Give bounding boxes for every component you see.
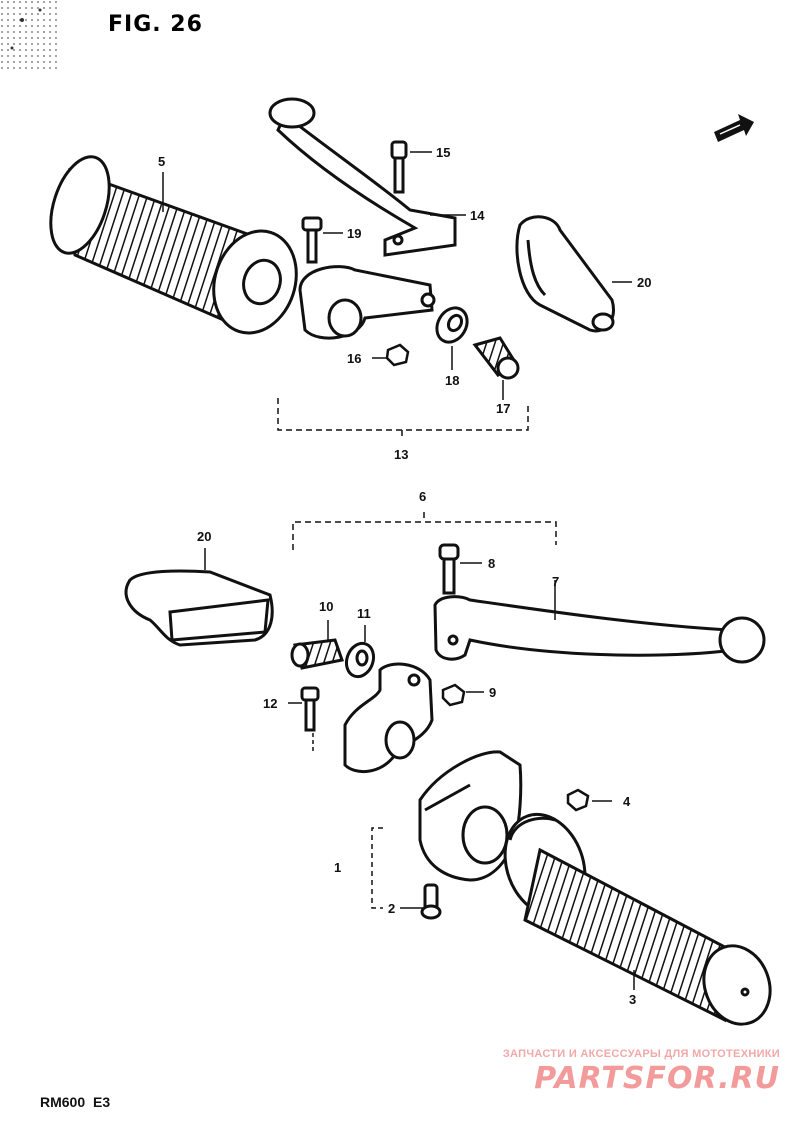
figure-title: FIG. 26: [108, 12, 203, 37]
nut-16: [385, 343, 410, 367]
adjuster-ring-11: [344, 641, 376, 679]
cable-adjuster-10: [290, 638, 344, 670]
right-grip: [503, 812, 772, 1026]
left-grip: [49, 155, 298, 335]
assembly-bracket-1: [371, 827, 383, 909]
callout-15: 15: [436, 145, 451, 160]
callout-20-upper: 20: [637, 275, 652, 290]
callout-16: 16: [347, 351, 362, 366]
throttle-housing: [418, 750, 523, 882]
watermark-logo: PARTSFOR.RU: [534, 1061, 780, 1096]
callout-13: 13: [394, 447, 409, 462]
screw-12: [300, 686, 320, 732]
throttle-sleeve-edge: [508, 816, 556, 841]
clutch-lever: [268, 97, 457, 257]
pivot-bolt-15: [390, 140, 408, 194]
model-code: RM600 E3: [40, 1094, 111, 1110]
lever-cover-upper: [515, 215, 615, 333]
callout-3: 3: [629, 992, 637, 1007]
assembly-bracket-13: [277, 398, 529, 440]
callout-10: 10: [319, 599, 334, 614]
lever-holder: [298, 265, 436, 340]
callout-14: 14: [470, 208, 485, 223]
screw-19: [301, 216, 323, 264]
lever-cover-lower: [124, 569, 274, 647]
callout-17: 17: [496, 401, 511, 416]
callout-2: 2: [388, 901, 396, 916]
callout-7: 7: [552, 574, 560, 589]
callout-1: 1: [334, 860, 342, 875]
adjuster-ring-18: [435, 306, 469, 344]
callout-11: 11: [357, 606, 371, 621]
callout-20-lower: 20: [197, 529, 212, 544]
brake-lever-holder: [343, 662, 434, 774]
arrow-right-icon: [714, 114, 754, 142]
brake-lever: [433, 595, 766, 664]
callout-5: 5: [158, 154, 166, 169]
callout-18: 18: [445, 373, 460, 388]
assembly-bracket-6: [292, 512, 557, 550]
pivot-bolt-8: [438, 543, 460, 595]
watermark: ЗАПЧАСТИ И АКСЕССУАРЫ ДЛЯ МОТОТЕХНИКИ PA…: [470, 1048, 780, 1096]
callout-9: 9: [489, 685, 497, 700]
callout-12: 12: [263, 696, 278, 711]
callout-8: 8: [488, 556, 496, 571]
nut-9: [441, 683, 466, 707]
scan-noise: [0, 0, 60, 70]
screw-2: [420, 883, 442, 920]
nut-4: [566, 788, 590, 812]
cable-adjuster-17: [472, 336, 520, 380]
watermark-tagline: ЗАПЧАСТИ И АКСЕССУАРЫ ДЛЯ МОТОТЕХНИКИ: [502, 1048, 780, 1060]
callout-4: 4: [623, 794, 631, 809]
callout-19: 19: [347, 226, 362, 241]
callout-6: 6: [419, 489, 427, 504]
